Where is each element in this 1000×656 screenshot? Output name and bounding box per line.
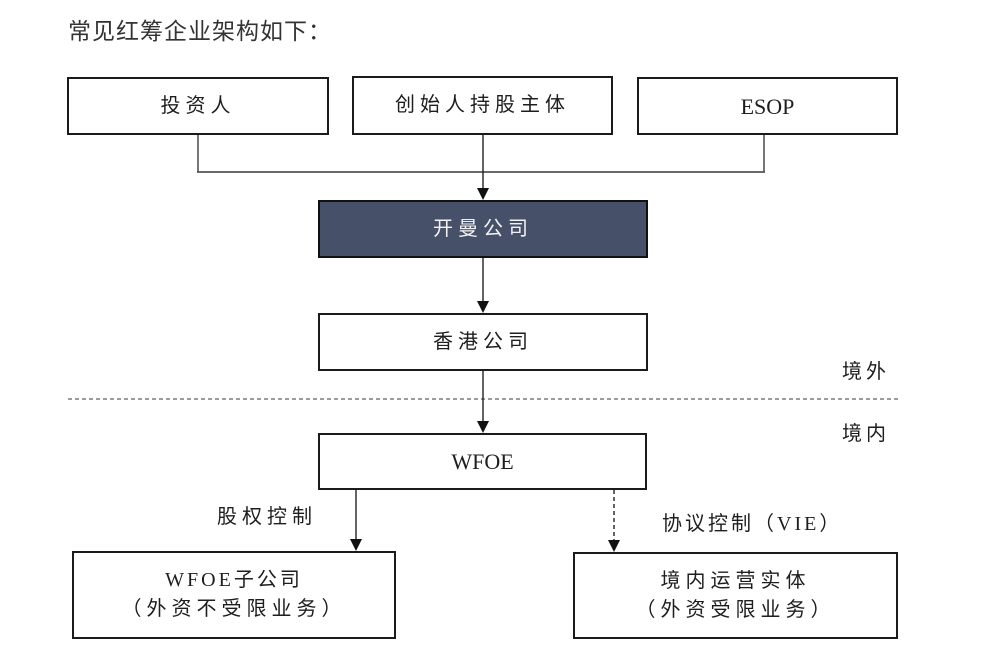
node-hongkong-company-label: 香港公司 — [433, 330, 533, 353]
node-wfoe-subsidiary-line1: WFOE子公司 — [165, 569, 303, 591]
node-founder-holding: 创始人持股主体 — [352, 76, 613, 135]
arrowhead-to-cayman — [477, 188, 489, 200]
node-wfoe-label: WFOE — [451, 449, 514, 474]
node-wfoe-subsidiary-line2: （外资不受限业务） — [121, 598, 347, 620]
node-cayman-company: 开曼公司 — [318, 200, 648, 258]
node-esop: ESOP — [637, 77, 898, 135]
arrowhead-to-domestic-entity — [608, 540, 620, 552]
node-investors: 投资人 — [67, 77, 329, 135]
node-investors-label: 投资人 — [160, 94, 236, 117]
node-hongkong-company: 香港公司 — [318, 313, 648, 371]
node-domestic-entity-line1: 境内运营实体 — [660, 569, 811, 592]
label-onshore: 境内 — [842, 423, 890, 445]
arrowhead-to-hongkong — [477, 301, 489, 313]
node-founder-holding-label: 创始人持股主体 — [395, 94, 570, 116]
node-esop-label: ESOP — [740, 93, 795, 119]
node-domestic-operating-entity: 境内运营实体 （外资受限业务） — [573, 552, 898, 639]
node-wfoe-subsidiary: WFOE子公司 （外资不受限业务） — [72, 551, 396, 639]
label-vie-control: 协议控制（VIE） — [662, 513, 843, 535]
arrowhead-to-wfoe — [477, 421, 489, 433]
label-offshore: 境外 — [842, 361, 890, 383]
page-title: 常见红筹企业架构如下： — [68, 19, 332, 45]
arrowhead-to-subsidiary — [350, 539, 362, 551]
node-cayman-company-label: 开曼公司 — [433, 217, 533, 240]
node-wfoe: WFOE — [318, 433, 647, 490]
node-domestic-entity-line2: （外资受限业务） — [635, 598, 836, 621]
label-equity-control: 股权控制 — [217, 506, 317, 528]
